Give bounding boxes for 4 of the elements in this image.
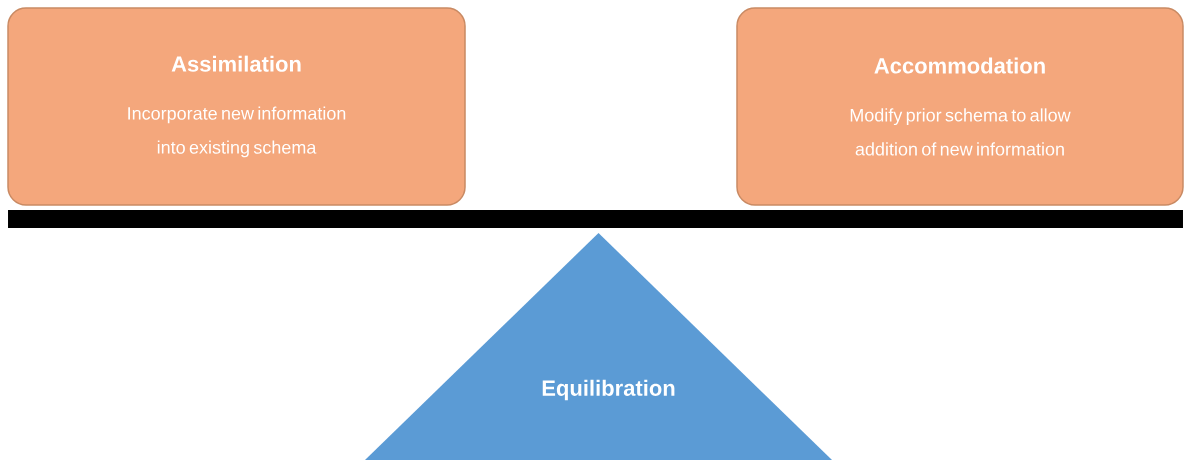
rounded-box: Accommodation Modify prior schema to allow addition of new information — [736, 7, 1184, 206]
rounded-box: Assimilation Incorporate new information into existing schema — [7, 7, 466, 206]
fulcrum-triangle: Equilibration — [365, 233, 832, 460]
balance-beam — [8, 210, 1183, 228]
